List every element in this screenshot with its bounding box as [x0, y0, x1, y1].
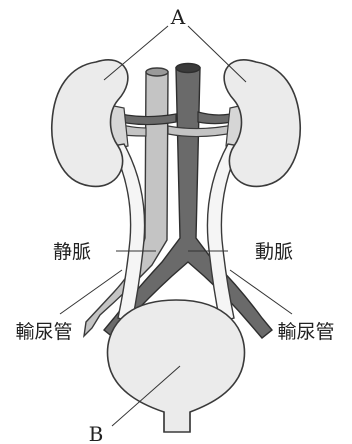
label-a: A	[170, 5, 186, 29]
vena-cava-opening	[146, 68, 168, 76]
leader-ureter-left	[60, 270, 122, 314]
label-vein: 静脈	[53, 241, 91, 263]
label-ureter-right: 輸尿管	[277, 321, 334, 343]
label-ureter-left: 輸尿管	[15, 321, 72, 343]
aorta-opening	[176, 64, 200, 73]
label-artery: 動脈	[255, 241, 293, 263]
label-b: B	[89, 422, 104, 444]
